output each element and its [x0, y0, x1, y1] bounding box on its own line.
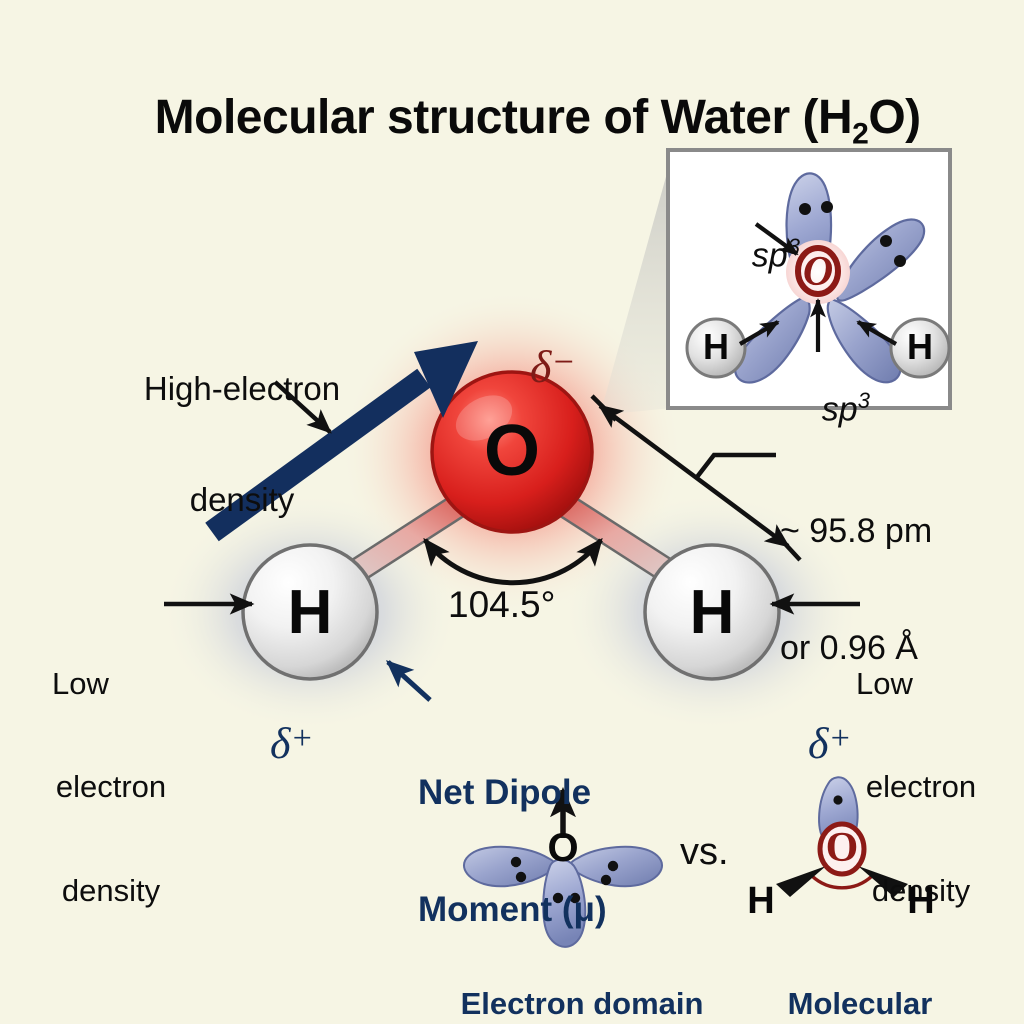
dipole-pointer-arrow — [385, 660, 432, 702]
hydrogen-left-atom-label: H — [287, 578, 333, 647]
mg-hydrogen-left-label: H — [747, 880, 775, 922]
bond-length-pm: ~ 95.8 pm — [780, 512, 933, 551]
edg-lobe-bottom — [542, 858, 587, 948]
hydrogen-right-partial-charge: δ+ — [808, 718, 852, 768]
mg-wedge-bond-left — [776, 866, 826, 897]
inset-sp3-label-top: sp3 — [751, 233, 800, 275]
oxygen-partial-charge: δ− — [530, 340, 576, 392]
inset-h-arrow-right — [856, 320, 898, 346]
atom-oxygen — [430, 370, 594, 534]
bond-length-angstrom: or 0.96 Å — [780, 628, 918, 667]
edg-lobe-right — [569, 845, 664, 888]
mg-hydrogen-right-label: H — [907, 880, 935, 922]
inset-sp3-arrow-top — [754, 222, 799, 256]
mg-wedge-bond-right — [858, 866, 908, 897]
inset-oxygen-label: O — [802, 249, 834, 295]
low-electron-density-left-label: Low electron density — [52, 665, 167, 908]
inset-lone-pair-lobe-right — [836, 218, 926, 302]
inset-sp3-label-bottom: sp3 — [821, 387, 870, 429]
mg-oxygen-label: O — [825, 825, 859, 871]
bond-length-label: ~ 95.8 pm or 0.96 Å — [780, 440, 932, 740]
inset-connector-wedge — [600, 155, 672, 415]
molecular-geometry-figure — [776, 776, 908, 897]
comparison-separator: vs. — [680, 831, 729, 873]
page-title: Molecular structure of Water (H2O) — [154, 90, 922, 151]
inset-hydrogen-right-label: H — [907, 326, 933, 367]
inset-hydrogen-right-circle — [889, 317, 951, 379]
inset-panel — [666, 148, 952, 410]
electron-domain-geometry-figure — [462, 786, 664, 948]
oxygen-atom-label: O — [483, 411, 540, 491]
bond-length-dimension — [590, 394, 802, 562]
inset-hydrogen-left-circle — [685, 317, 747, 379]
high-electron-density-label: High-electron density — [143, 370, 341, 519]
bond-angle-label: 104.5° — [448, 584, 556, 625]
net-dipole-moment-label: Net Dipole Moment (μ) — [418, 772, 607, 929]
hydrogen-right-atom-label: H — [689, 578, 735, 647]
inset-h-arrow-left — [738, 320, 780, 346]
net-dipole-arrow — [205, 341, 478, 542]
molecular-geometry-caption: Molecular geometry — [787, 985, 933, 1021]
inset-hydrogen-left-label: H — [703, 326, 729, 367]
hydrogen-left-partial-charge: δ+ — [270, 718, 314, 768]
high-density-arrow — [273, 380, 332, 434]
low-electron-density-right-label: Low electron density — [856, 665, 977, 908]
bond-angle-arc — [423, 537, 603, 586]
electron-domain-geometry-caption: Electron domain geometry — [460, 985, 704, 1021]
edg-oxygen-label: O — [547, 826, 579, 870]
